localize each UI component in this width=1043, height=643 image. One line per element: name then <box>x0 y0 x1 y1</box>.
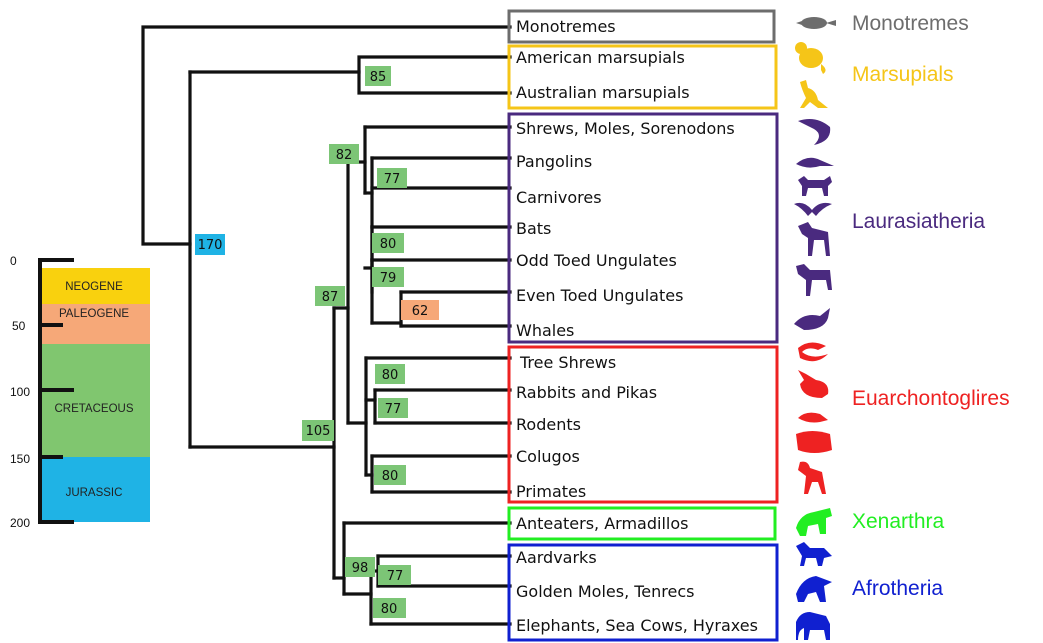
node-age-label: 80 <box>382 469 399 484</box>
clade-box-laurasiatheria <box>507 112 779 344</box>
period-label: NEOGENE <box>65 281 123 293</box>
taxon-label: Rabbits and Pikas <box>516 383 657 402</box>
taxon-label: Golden Moles, Tenrecs <box>516 582 695 601</box>
period-cretaceous-band <box>38 344 150 457</box>
scale-tick-label: 200 <box>10 516 30 530</box>
node-age-label: 170 <box>198 238 223 253</box>
taxon-label: Whales <box>516 321 574 340</box>
node-age-label: 80 <box>380 237 397 252</box>
taxon-label: Carnivores <box>516 188 602 207</box>
node-age-box <box>401 300 439 320</box>
clade-box-euarchontoglires <box>507 345 779 504</box>
node-age-label: 80 <box>381 602 398 617</box>
node-age-box <box>378 565 411 585</box>
kangaroo-icon <box>800 80 828 108</box>
taxon-label: Aardvarks <box>516 548 597 567</box>
taxon-label: Australian marsupials <box>516 83 690 102</box>
whale-icon <box>794 308 830 330</box>
bat-icon <box>794 202 832 216</box>
node-age-box <box>375 364 405 384</box>
taxon-label: Elephants, Sea Cows, Hyraxes <box>516 616 758 635</box>
timescale: NEOGENE PALEOGENE CRETACEOUS JURASSIC 0 … <box>10 254 150 530</box>
group-labels: Monotremes Marsupials Laurasiatheria Eua… <box>852 12 1010 600</box>
rodent-icon <box>798 412 828 423</box>
rabbit-icon <box>798 370 829 398</box>
node-age-label: 62 <box>412 304 429 319</box>
aardvark-icon <box>796 542 832 566</box>
node-age-label: 77 <box>385 402 402 417</box>
possum-icon <box>795 42 826 74</box>
colugo-icon <box>796 431 832 453</box>
taxon-label: Shrews, Moles, Sorenodons <box>516 119 735 138</box>
node-age-box <box>372 233 404 253</box>
period-label: JURASSIC <box>66 487 123 499</box>
node-age-label: 82 <box>336 148 353 163</box>
group-label-marsupials: Marsupials <box>852 63 954 86</box>
node-age-box <box>378 398 408 418</box>
elephant-icon <box>796 612 830 640</box>
pangolin-icon <box>796 157 834 168</box>
node-age-label: 98 <box>352 561 369 576</box>
taxon-label: Rodents <box>516 415 581 434</box>
taxon-label: Odd Toed Ungulates <box>516 251 677 270</box>
node-age-box <box>345 557 375 577</box>
treeshrew-icon <box>798 342 828 362</box>
tree-branches <box>141 25 512 626</box>
platypus-icon <box>796 17 836 29</box>
taxon-label: American marsupials <box>516 48 685 67</box>
node-age-box <box>195 234 225 255</box>
clade-box-marsupials <box>507 44 778 110</box>
group-label-monotremes: Monotremes <box>852 12 969 35</box>
taxon-label: Bats <box>516 219 551 238</box>
group-label-laurasiatheria: Laurasiatheria <box>852 210 985 233</box>
node-age-label: 87 <box>322 290 339 305</box>
taxon-labels: Monotremes American marsupials Australia… <box>516 17 758 635</box>
node-age-box <box>315 286 345 306</box>
taxon-label: Colugos <box>516 447 580 466</box>
primate-icon <box>798 461 826 494</box>
animal-icons <box>794 17 836 640</box>
group-label-afrotheria: Afrotheria <box>852 577 943 600</box>
node-age-box <box>329 144 359 164</box>
group-label-euarchontoglires: Euarchontoglires <box>852 387 1010 410</box>
carnivore-icon <box>798 176 832 196</box>
node-age-box <box>302 420 334 441</box>
node-age-label: 80 <box>382 368 399 383</box>
taxon-label: Even Toed Ungulates <box>516 286 683 305</box>
node-labels: 170 85 105 87 82 77 80 79 62 80 77 80 98… <box>195 66 439 618</box>
clade-box-xenarthra <box>507 506 777 541</box>
taxon-label: Anteaters, Armadillos <box>516 514 688 533</box>
taxon-label: Pangolins <box>516 152 592 171</box>
clade-box-monotremes <box>507 9 776 44</box>
scale-tick-label: 50 <box>12 319 26 333</box>
node-age-box <box>365 66 391 86</box>
scale-tick-label: 0 <box>10 254 17 268</box>
group-label-xenarthra: Xenarthra <box>852 510 945 533</box>
node-age-box <box>377 168 407 188</box>
node-age-box <box>374 465 406 485</box>
period-jurassic-band <box>38 457 150 522</box>
scale-tick-label: 150 <box>10 452 30 466</box>
period-label: CRETACEOUS <box>54 403 133 415</box>
taxon-label: Tree Shrews <box>519 353 616 372</box>
node-age-label: 77 <box>384 172 401 187</box>
anteater-icon <box>796 508 832 536</box>
scale-tick-label: 100 <box>10 385 30 399</box>
node-age-label: 79 <box>380 271 397 286</box>
taxon-label: Primates <box>516 482 586 501</box>
period-neogene-band <box>38 268 150 304</box>
sheep-icon <box>796 264 832 296</box>
node-age-label: 105 <box>306 424 331 439</box>
taxon-label: Monotremes <box>516 17 616 36</box>
clade-box-afrotheria <box>507 543 779 642</box>
node-age-label: 77 <box>387 569 404 584</box>
node-age-box <box>372 267 404 287</box>
period-label: PALEOGENE <box>59 308 129 320</box>
node-age-box <box>373 598 406 618</box>
node-age-label: 85 <box>370 70 387 85</box>
horse-icon <box>798 222 830 256</box>
shrew-icon <box>798 119 831 145</box>
tenrec-icon <box>796 576 832 602</box>
